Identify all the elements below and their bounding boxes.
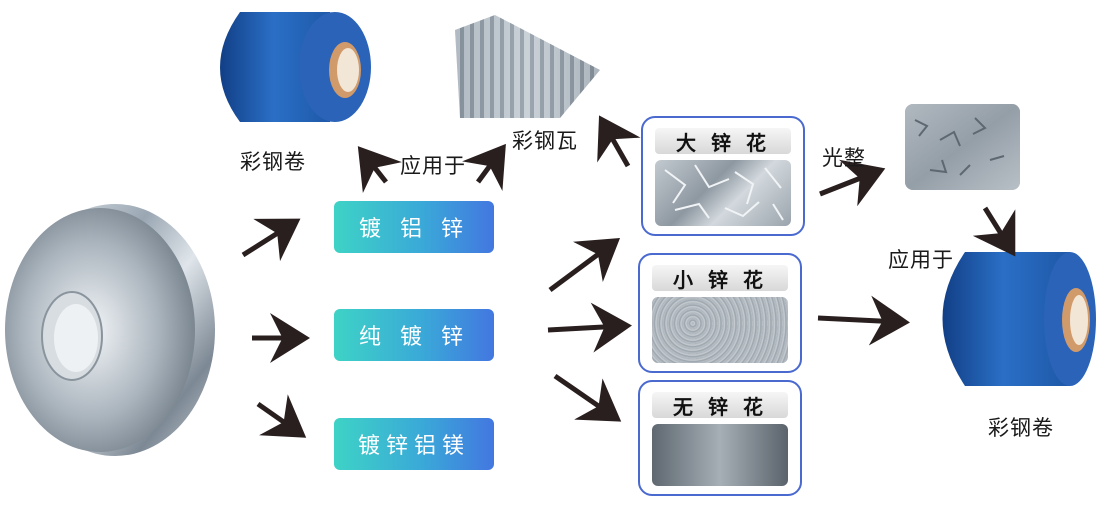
galvanized-steel-coil — [5, 204, 215, 456]
small-spangle-texture — [652, 297, 788, 363]
arrow-to-smoothed — [819, 159, 886, 207]
arrow-bigspangle-to-roof — [597, 115, 641, 168]
big-spangle-card[interactable]: 大 锌 花 — [641, 116, 805, 236]
arrow-smallspangle-to-coil — [817, 295, 910, 346]
big-spangle-pattern — [664, 164, 784, 221]
applied-to-top-label: 应用于 — [400, 154, 466, 178]
right-coil-label: 彩钢卷 — [988, 416, 1054, 440]
small-spangle-title: 小 锌 花 — [652, 265, 788, 292]
applied-to-right-label: 应用于 — [888, 248, 954, 272]
arrow-coil-to-zam — [256, 394, 307, 438]
no-spangle-card[interactable]: 无 锌 花 — [638, 380, 802, 496]
arrow-gi-to-smallspangle — [547, 302, 632, 353]
arrow-smoothed-to-coil — [972, 206, 1016, 257]
no-spangle-texture — [652, 424, 788, 486]
arrow-gi-to-bigspangle — [548, 238, 621, 293]
right-color-coil — [942, 252, 1096, 386]
flow-arrows — [241, 115, 1016, 438]
coating-zam-button[interactable]: 镀锌铝镁 — [334, 418, 494, 470]
small-spangle-card[interactable]: 小 锌 花 — [638, 253, 802, 373]
coating-gi-button[interactable]: 纯 镀 锌 — [334, 309, 494, 361]
top-color-coil — [220, 12, 371, 122]
corrugated-roof-sheet — [455, 15, 600, 118]
coating-alzn-button[interactable]: 镀 铝 锌 — [334, 201, 494, 253]
skin-passed-sample — [905, 104, 1020, 190]
big-spangle-texture — [655, 160, 791, 226]
big-spangle-title: 大 锌 花 — [655, 128, 791, 155]
arrow-gi-to-nospangle — [553, 373, 622, 422]
arrow-alzn-to-coil — [357, 146, 403, 194]
roof-sheet-label: 彩钢瓦 — [512, 129, 578, 153]
smooth-label: 光整 — [822, 146, 866, 170]
arrow-alzn-to-roof — [462, 143, 506, 191]
arrow-coil-to-alzn — [241, 218, 301, 262]
no-spangle-title: 无 锌 花 — [652, 392, 788, 419]
top-coil-label: 彩钢卷 — [240, 150, 306, 174]
